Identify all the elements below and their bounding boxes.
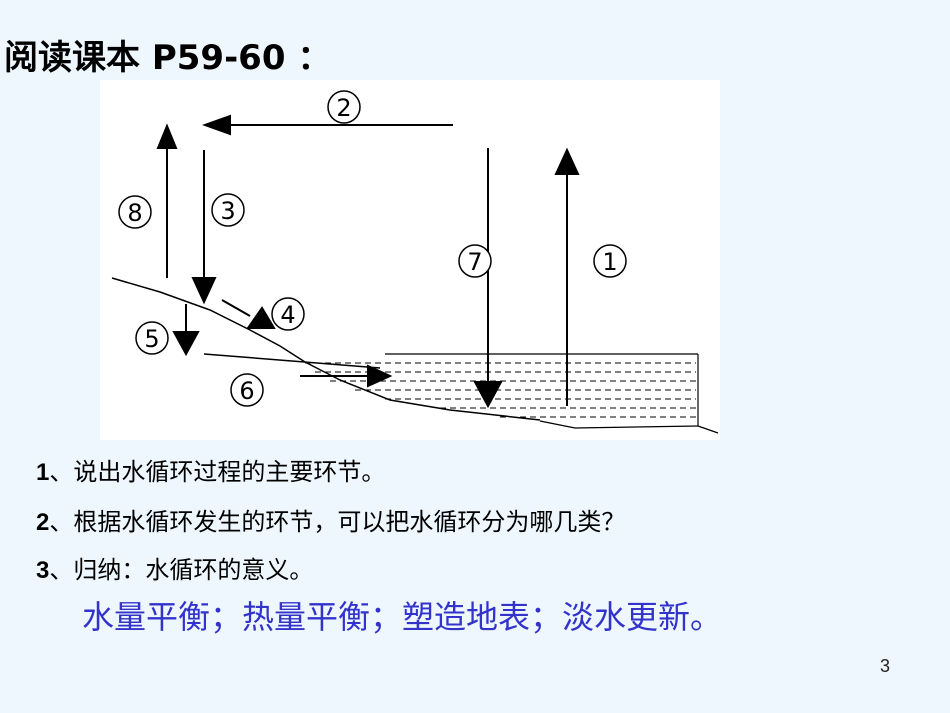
question-1: 1、说出水循环过程的主要环节。 xyxy=(36,452,385,487)
svg-text:8: 8 xyxy=(127,199,142,227)
question-1-text: 、说出水循环过程的主要环节。 xyxy=(49,458,386,486)
label-5: 5 xyxy=(135,321,169,355)
svg-text:6: 6 xyxy=(239,377,254,405)
label-4: 4 xyxy=(271,297,305,331)
land-surface xyxy=(111,277,541,421)
svg-text:3: 3 xyxy=(220,197,235,225)
question-2: 2、根据水循环发生的环节，可以把水循环分为哪几类？ xyxy=(36,502,625,537)
label-1: 1 xyxy=(593,244,627,278)
label-2: 2 xyxy=(327,90,361,124)
svg-text:5: 5 xyxy=(144,325,159,353)
cycle-arrows xyxy=(156,114,580,409)
page-number: 3 xyxy=(880,656,891,676)
water-cycle-diagram: 2 8 3 4 5 6 7 xyxy=(100,80,720,440)
label-3: 3 xyxy=(211,193,245,227)
question-1-number: 1 xyxy=(36,459,50,486)
question-2-text: 、根据水循环发生的环节，可以把水循环分为哪几类？ xyxy=(49,508,626,536)
svg-text:7: 7 xyxy=(467,248,482,276)
question-3-text: 、归纳：水循环的意义。 xyxy=(49,556,314,584)
question-3-number: 3 xyxy=(36,557,50,584)
label-6: 6 xyxy=(230,373,264,407)
svg-text:1: 1 xyxy=(602,248,617,276)
slide-title: 阅读课本 P59-60 ： xyxy=(4,38,332,78)
svg-text:4: 4 xyxy=(280,301,295,329)
svg-text:2: 2 xyxy=(336,94,351,122)
question-3: 3、归纳：水循环的意义。 xyxy=(36,550,313,585)
answer-text: 水量平衡；热量平衡；塑造地表；淡水更新。 xyxy=(82,598,723,636)
label-7: 7 xyxy=(458,244,492,278)
label-8: 8 xyxy=(118,195,152,229)
question-2-number: 2 xyxy=(36,509,50,536)
